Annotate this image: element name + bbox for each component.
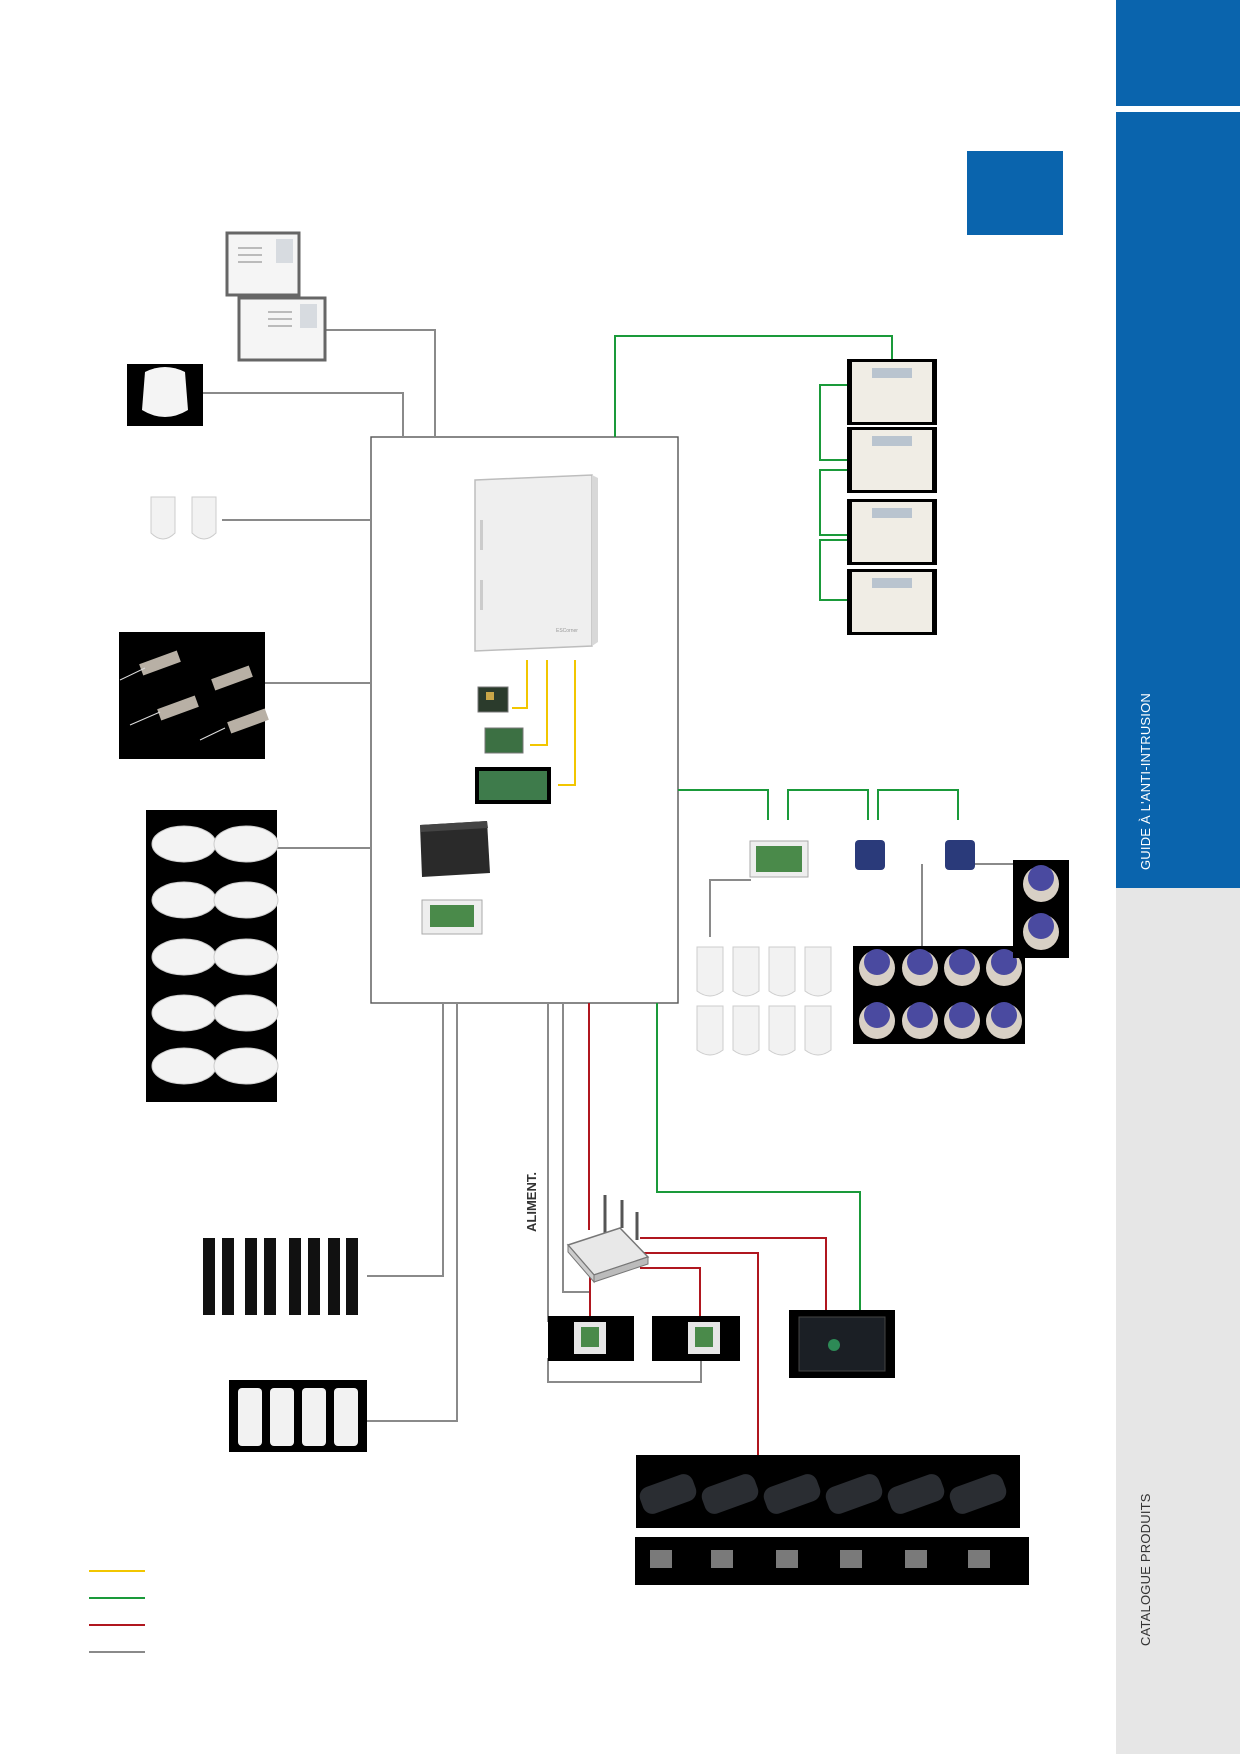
expansion-board: [479, 771, 547, 800]
supply-label: ALIMENT.: [524, 1172, 539, 1232]
wifi-router: [566, 1195, 650, 1284]
legend-yellow-line: [89, 1570, 145, 1572]
beam-barriers: [203, 1238, 358, 1315]
chapter-tab-marker: [967, 151, 1063, 235]
outdoor-siren-2: [237, 296, 327, 362]
green-wires: [614, 335, 959, 1312]
smoke-detectors: [151, 825, 279, 1085]
keypads: [847, 359, 937, 635]
legend-gray-line: [89, 1651, 145, 1653]
magnetic-door-contacts: [139, 650, 269, 734]
ip-cameras: [639, 1474, 1007, 1514]
camera-power-adapters: [650, 1550, 990, 1568]
sidebar-catalogue-section[interactable]: [1116, 888, 1240, 1754]
power-supply-unit: [420, 821, 490, 877]
pir-detector-pair: [150, 496, 217, 540]
door-contacts-frame: [119, 632, 265, 759]
outdoor-siren-1: [225, 231, 301, 297]
gray-wires: [203, 329, 1013, 1422]
outdoor-detectors: [238, 1388, 358, 1446]
wireless-receivers: [855, 840, 975, 870]
remote-controls: [859, 949, 1022, 1039]
ip-module: [484, 727, 524, 754]
panel-brand-text: ESCorner: [556, 628, 578, 634]
power-adapters-frame: [635, 1537, 1029, 1585]
indoor-siren: [142, 367, 188, 417]
door-contact-cables: [119, 667, 226, 741]
yellow-wires: [512, 660, 576, 786]
sidebar-guide-section[interactable]: [1116, 112, 1240, 888]
sidebar-top-block: [1116, 0, 1240, 106]
pir-detectors-group: [696, 946, 832, 1056]
alarm-control-unit: [474, 474, 598, 652]
red-wires: [588, 1003, 827, 1458]
legend-green-line: [89, 1597, 145, 1599]
legend-red-line: [89, 1624, 145, 1626]
